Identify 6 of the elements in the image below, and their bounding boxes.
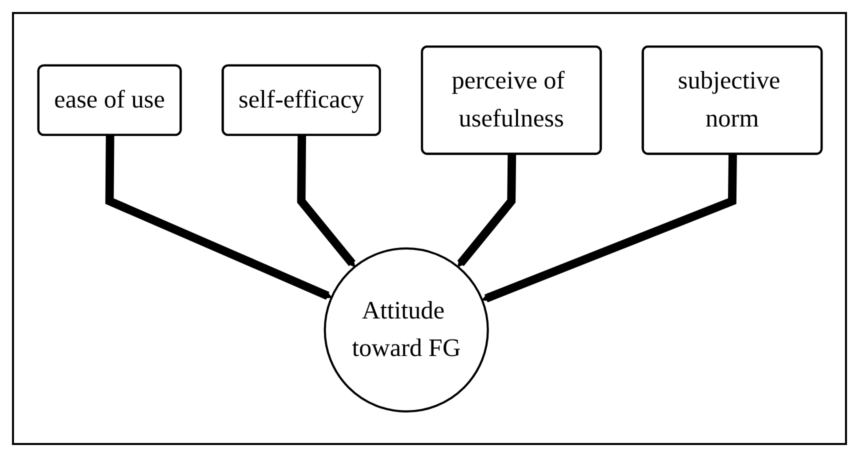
arrow bbox=[296, 134, 355, 267]
arrow bbox=[456, 154, 516, 267]
arrow bbox=[104, 134, 332, 300]
arrow bbox=[481, 154, 736, 302]
diagram-frame: ease of use self-efficacy perceive of usefulness subjective norm Attitude toward FG bbox=[12, 12, 847, 445]
node-circle bbox=[323, 246, 488, 412]
